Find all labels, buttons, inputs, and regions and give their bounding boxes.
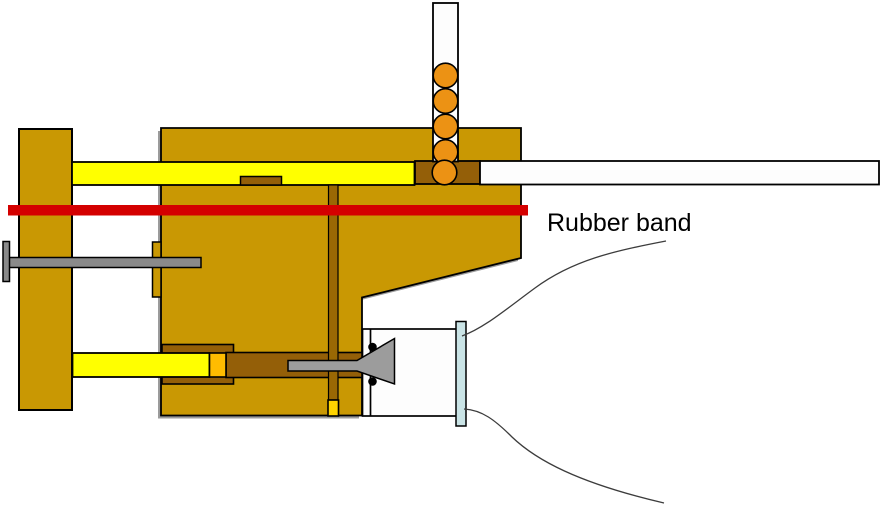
- lower-slide-bar: [71, 352, 211, 378]
- barrel-tube: [479, 160, 880, 186]
- dowel-foot: [327, 399, 340, 417]
- ball-1: [432, 62, 459, 89]
- left-plank: [18, 128, 73, 411]
- leader-curve-bottom: [463, 408, 665, 504]
- cleat-tab: [151, 241, 162, 298]
- band-anchor-dot-top: [368, 342, 377, 352]
- rubber-band-label: Rubber band: [547, 209, 692, 237]
- leader-curve-top: [461, 240, 667, 337]
- ball-2: [432, 87, 459, 115]
- screw-head: [2, 240, 11, 283]
- rubber-band-line: [8, 205, 528, 216]
- ball-5-chambered: [431, 159, 458, 186]
- catch-bump: [239, 175, 283, 186]
- trigger-rod: [287, 337, 396, 386]
- slide-tip: [208, 352, 227, 378]
- screw-shaft: [8, 256, 202, 269]
- band-anchor-dot-bottom: [368, 377, 377, 386]
- ball-3: [432, 113, 459, 140]
- main-body-block: [160, 127, 522, 417]
- back-plate: [455, 320, 467, 427]
